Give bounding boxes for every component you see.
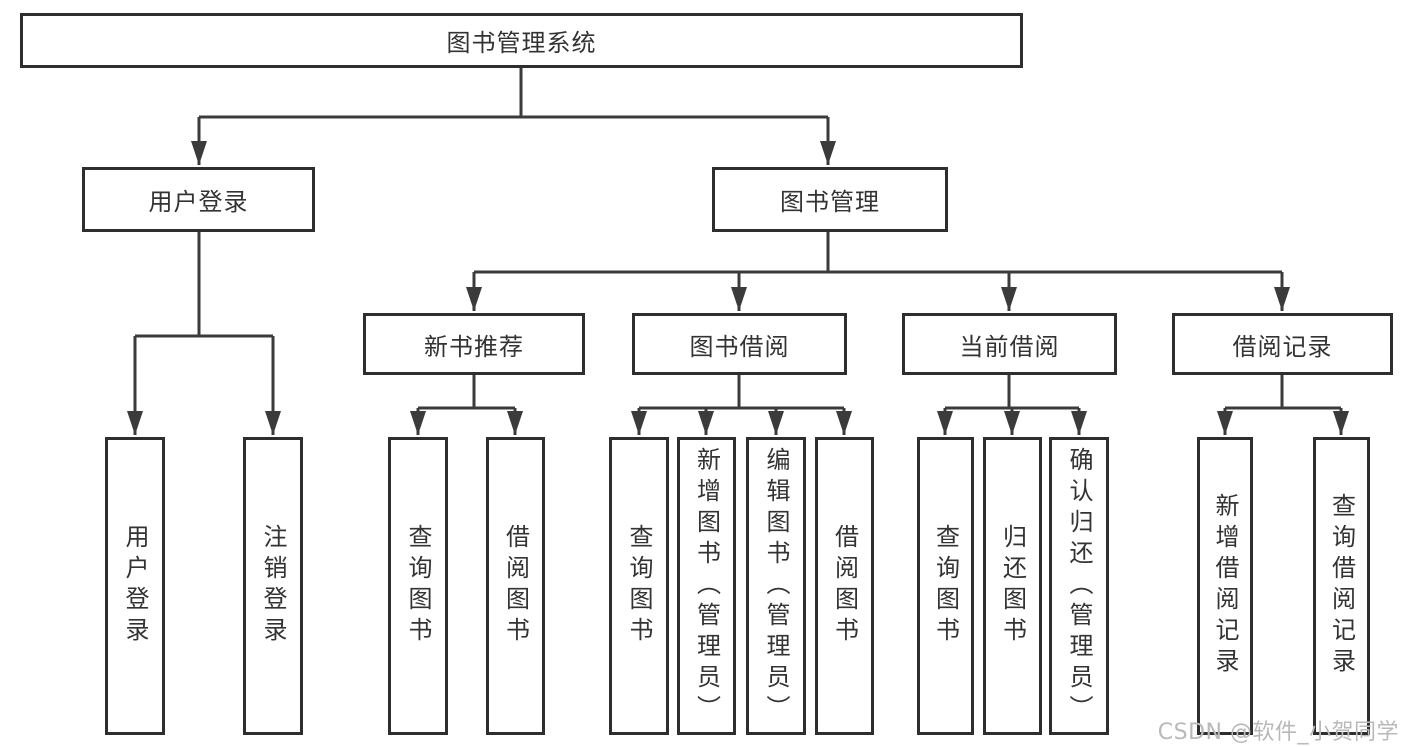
node-new-book-recommend: 新书推荐 bbox=[363, 313, 585, 375]
leaf-borrow-query-books: 查询图书 bbox=[609, 437, 669, 735]
leaf-recommend-borrow-books: 借阅图书 bbox=[486, 437, 545, 735]
node-current-borrow: 当前借阅 bbox=[902, 313, 1117, 375]
leaf-borrow-add-books-admin: 新增图书（管理员） bbox=[677, 437, 736, 735]
node-user-login: 用户登录 bbox=[82, 167, 315, 232]
node-borrow-records: 借阅记录 bbox=[1172, 313, 1393, 375]
leaf-logout: 注销登录 bbox=[243, 437, 303, 735]
leaf-records-query-record: 查询借阅记录 bbox=[1313, 437, 1370, 735]
leaf-current-return-books: 归还图书 bbox=[983, 437, 1042, 735]
leaf-current-query-books: 查询图书 bbox=[917, 437, 974, 735]
leaf-recommend-query-books: 查询图书 bbox=[388, 437, 448, 735]
node-root: 图书管理系统 bbox=[20, 13, 1023, 68]
node-book-borrow: 图书借阅 bbox=[632, 313, 847, 375]
leaf-borrow-edit-books-admin: 编辑图书（管理员） bbox=[746, 437, 806, 735]
leaf-records-add-record: 新增借阅记录 bbox=[1197, 437, 1253, 735]
leaf-borrow-borrow-books: 借阅图书 bbox=[815, 437, 874, 735]
leaf-user-login: 用户登录 bbox=[105, 437, 165, 735]
node-book-management: 图书管理 bbox=[712, 167, 948, 232]
leaf-current-confirm-return-admin: 确认归还（管理员） bbox=[1049, 437, 1109, 735]
watermark: CSDN @软件_小贺同学 bbox=[1157, 720, 1399, 745]
